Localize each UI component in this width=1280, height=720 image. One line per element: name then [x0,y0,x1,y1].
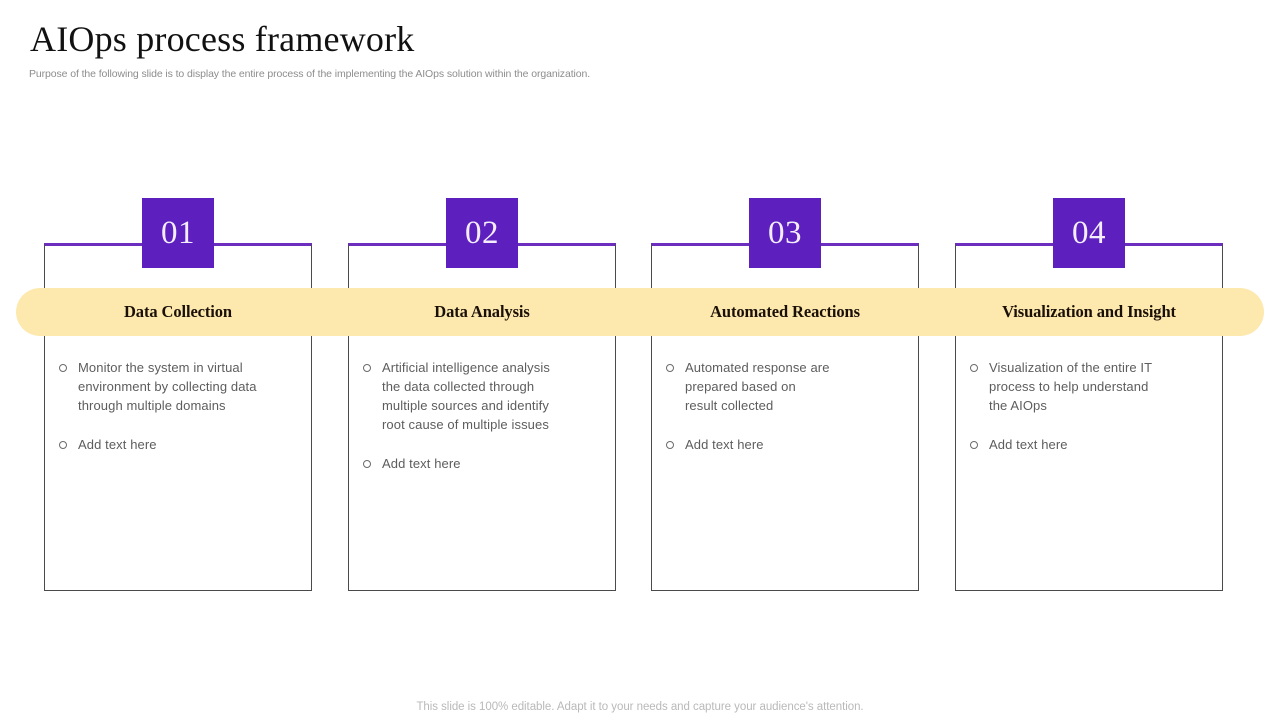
list-item: Automated response are prepared based on… [663,358,903,415]
bullet-line: the data collected through [382,379,535,394]
page-title: AIOps process framework [30,19,415,59]
step-bullets-4: Visualization of the entire IT process t… [967,358,1207,474]
step-bullets-2: Artificial intelligence analysis the dat… [360,358,600,493]
step-number-badge-3[interactable]: 03 [749,198,821,268]
bullet-line: Automated response are [685,360,830,375]
bullet-line: Visualization of the entire IT [989,360,1153,375]
bullet-line: through multiple domains [78,398,226,413]
bullet-line: prepared based on [685,379,796,394]
step-title-3: Automated Reactions [710,302,860,321]
step-title-1: Data Collection [123,302,233,321]
bullet-line: Monitor the system in virtual [78,360,243,375]
bullet-line: process to help understand [989,379,1149,394]
list-item[interactable]: Add text here [663,435,903,454]
step-number-badge-1[interactable]: 01 [142,198,214,268]
bullet-line: the AIOps [989,398,1047,413]
step-title-4: Visualization and Insight [1002,302,1176,321]
step-bullets-3: Automated response are prepared based on… [663,358,903,474]
step-number-2: 02 [465,214,499,251]
list-item: Monitor the system in virtual environmen… [56,358,296,415]
bullet-line: Add text here [382,456,461,471]
list-item[interactable]: Add text here [360,454,600,473]
bullet-line: environment by collecting data [78,379,257,394]
bullet-line: Add text here [685,437,764,452]
step-number-3: 03 [768,214,802,251]
step-number-1: 01 [161,214,195,251]
bullet-line: multiple sources and identify [382,398,549,413]
step-title-2: Data Analysis [434,302,530,321]
bullet-line: Add text here [78,437,157,452]
page-subtitle: Purpose of the following slide is to dis… [29,68,591,80]
list-item: Visualization of the entire IT process t… [967,358,1207,415]
step-number-badge-4[interactable]: 04 [1053,198,1125,268]
list-item: Artificial intelligence analysis the dat… [360,358,600,434]
bullet-line: Artificial intelligence analysis [382,360,550,375]
step-number-4: 04 [1072,214,1106,251]
list-item[interactable]: Add text here [56,435,296,454]
bullet-line: Add text here [989,437,1068,452]
step-titles-band [16,288,1264,336]
list-item[interactable]: Add text here [967,435,1207,454]
step-bullets-1: Monitor the system in virtual environmen… [56,358,296,474]
slide-footer-note: This slide is 100% editable. Adapt it to… [416,701,864,713]
bullet-line: root cause of multiple issues [382,417,549,432]
bullet-line: result collected [685,398,774,413]
step-number-badge-2[interactable]: 02 [446,198,518,268]
